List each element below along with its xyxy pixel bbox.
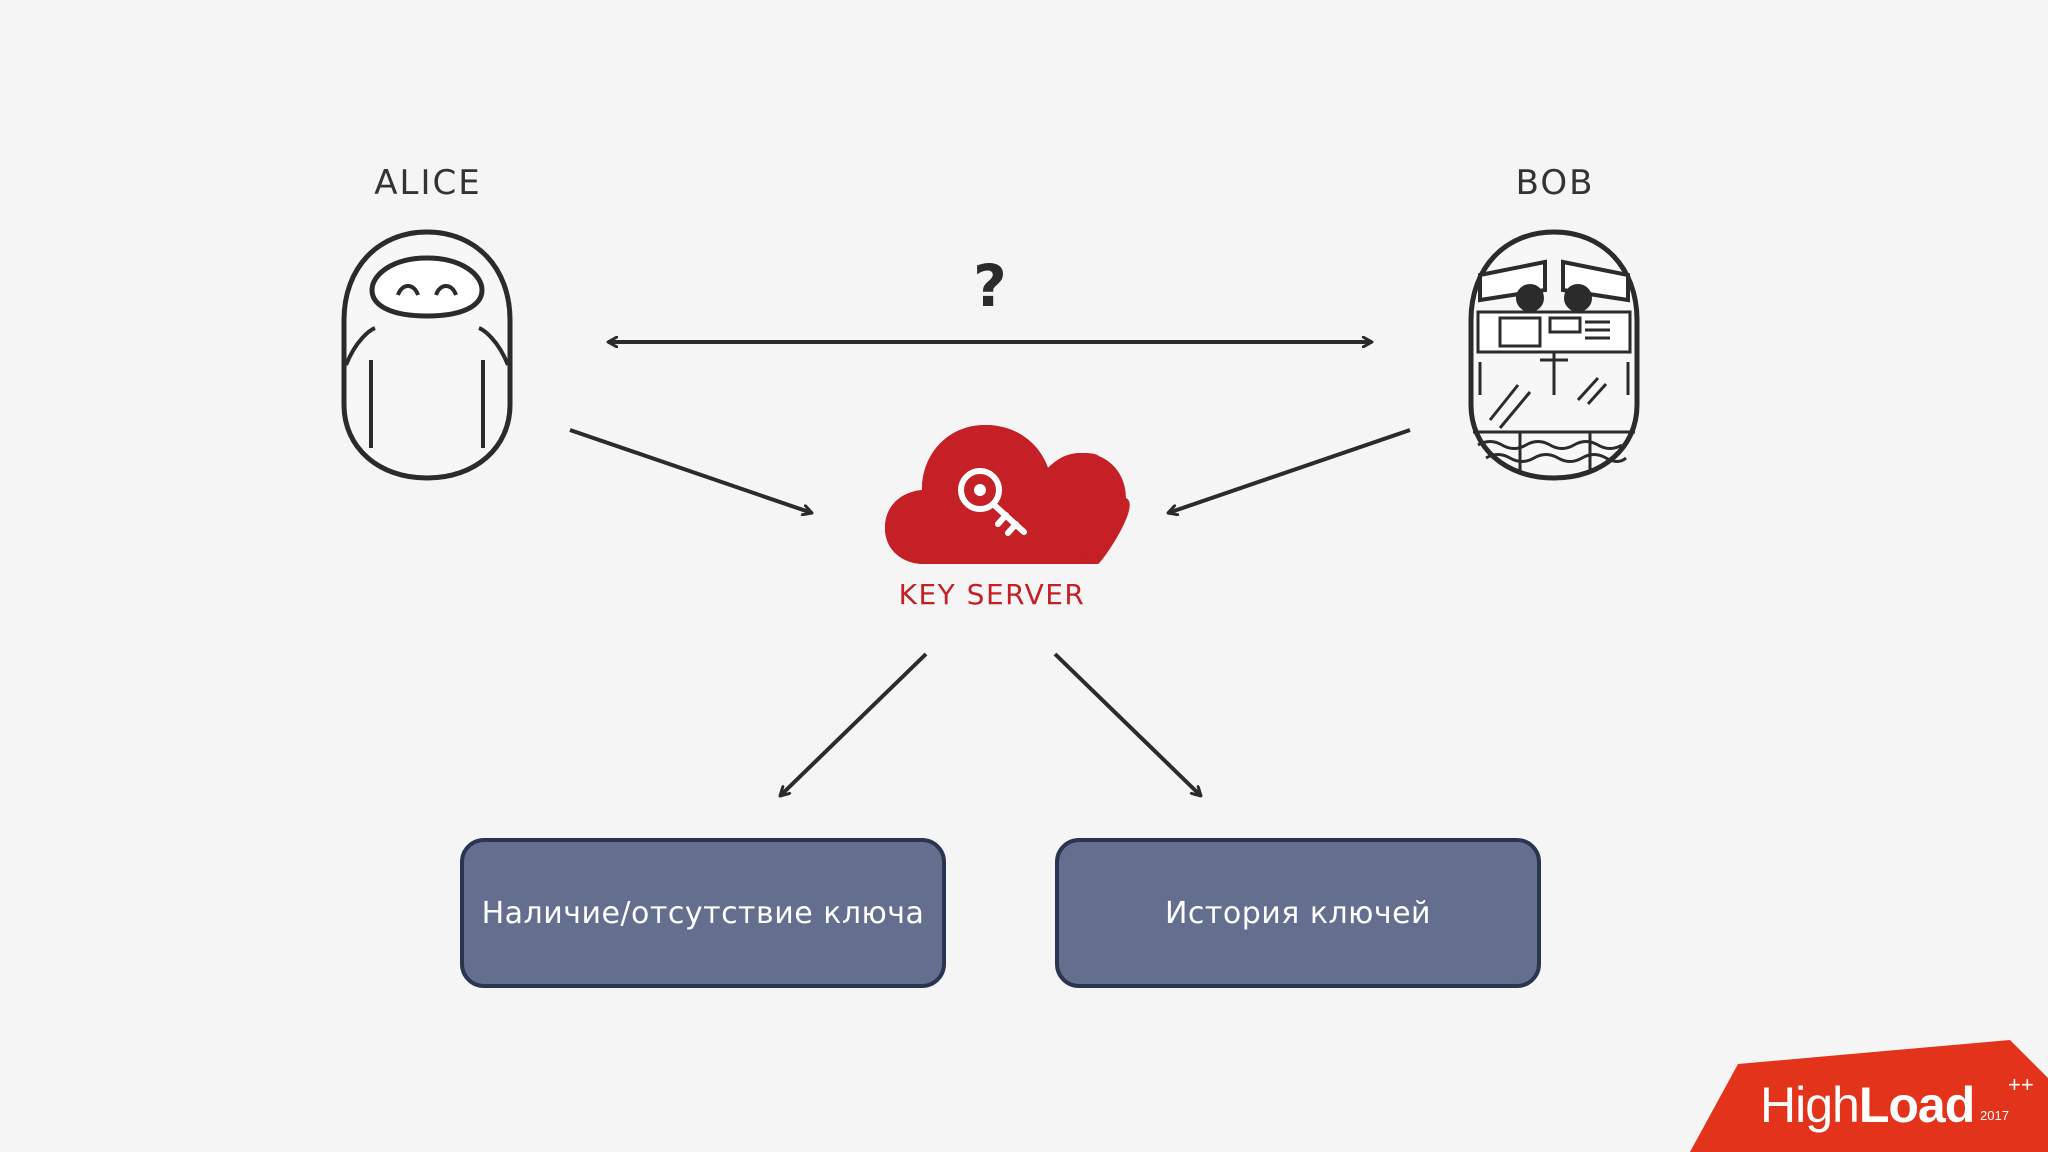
alice-server-arrow (569, 428, 812, 513)
brand-word-bold: Load (1858, 1077, 1975, 1133)
brand-plus: ++ (2008, 1072, 2034, 1097)
key-presence-box: Наличие/отсутствие ключа (460, 838, 946, 988)
brand-badge (1690, 1040, 2048, 1152)
bob-label: BOB (1515, 163, 1595, 203)
cloud-key-icon (885, 425, 1130, 564)
key-history-label: История ключей (1164, 895, 1432, 931)
key-server-label: KEY SERVER (898, 578, 1086, 611)
server-left-box-arrow (780, 652, 928, 796)
brand-logo: HighLoad (1760, 1076, 1975, 1134)
alice-label: ALICE (374, 163, 482, 203)
key-history-box: История ключей (1055, 838, 1541, 988)
brand-word-light: High (1760, 1077, 1860, 1133)
key-presence-label: Наличие/отсутствие ключа (481, 895, 925, 931)
alice-robot-icon (341, 229, 513, 481)
question-mark: ? (973, 252, 1007, 320)
brand-year: 2017 (1980, 1108, 2009, 1123)
bob-server-arrow (1168, 428, 1411, 513)
server-right-box-arrow (1053, 652, 1201, 796)
bob-robot-icon (1468, 229, 1640, 481)
